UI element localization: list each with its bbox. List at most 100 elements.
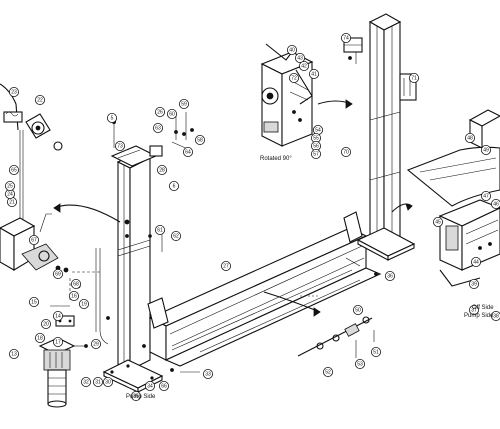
callout-number: 62 bbox=[173, 233, 179, 239]
callout-bubble bbox=[470, 256, 481, 267]
callout-bubble bbox=[468, 278, 479, 289]
callout-bubble bbox=[8, 87, 19, 98]
callout-number: 61 bbox=[157, 227, 163, 233]
callout-bubble bbox=[370, 346, 381, 357]
callout-bubble bbox=[298, 61, 309, 72]
pump-motor bbox=[38, 337, 88, 408]
callout-bubble bbox=[35, 95, 46, 106]
callout-bubble bbox=[35, 332, 46, 343]
floor-track bbox=[147, 211, 382, 367]
callout-bubble bbox=[168, 180, 179, 191]
callout-number: 16 bbox=[71, 293, 77, 299]
callout-number: 73 bbox=[117, 143, 123, 149]
callout-number: 71 bbox=[411, 75, 417, 81]
callout-bubble bbox=[8, 164, 19, 175]
callout-number: 49 bbox=[483, 147, 489, 153]
callout-number: 59 bbox=[181, 101, 187, 107]
cable-assembly bbox=[263, 291, 375, 358]
callout-bubble bbox=[69, 290, 80, 301]
callout-number: 23 bbox=[11, 89, 17, 95]
callout-number: 29 bbox=[93, 341, 99, 347]
callout-bubble bbox=[115, 140, 126, 151]
callout-number: 69 bbox=[55, 271, 61, 277]
callout-bubble bbox=[154, 107, 165, 118]
callout-bubble bbox=[71, 278, 82, 289]
callout-bubble bbox=[91, 338, 102, 349]
callout-bubble bbox=[144, 380, 155, 391]
callout-number: 56 bbox=[313, 143, 319, 149]
callout-number: 54 bbox=[315, 127, 321, 133]
callout-number: 17 bbox=[55, 339, 61, 345]
callout-bubble bbox=[340, 146, 351, 157]
callout-number: 27 bbox=[223, 263, 229, 269]
callout-number: 24 bbox=[7, 191, 13, 197]
callout-bubble bbox=[288, 73, 299, 84]
callout-number: 45 bbox=[435, 219, 441, 225]
callout-number: 63 bbox=[155, 125, 161, 131]
callout-bubble bbox=[322, 366, 333, 377]
callout-bubble bbox=[480, 144, 491, 155]
callout-number: 18 bbox=[37, 335, 43, 341]
callout-bubbles: 4043424165222326272813141516171819202124… bbox=[5, 33, 500, 401]
callout-bubble bbox=[194, 134, 205, 145]
callout-number: 19 bbox=[81, 301, 87, 307]
callout-bubble bbox=[154, 224, 165, 235]
callout-bubble bbox=[5, 180, 15, 191]
callout-bubble bbox=[464, 132, 475, 143]
callout-number: 48 bbox=[467, 135, 473, 141]
callout-number: 35 bbox=[133, 393, 139, 399]
callout-number: 55 bbox=[313, 135, 319, 141]
callout-bubble bbox=[28, 234, 39, 245]
callout-number: 28 bbox=[159, 167, 165, 173]
callout-bubble bbox=[28, 296, 39, 307]
callout-bubble bbox=[286, 45, 297, 56]
callout-bubble bbox=[170, 230, 181, 241]
callout-bubble bbox=[491, 199, 500, 209]
callout-number: 33 bbox=[205, 371, 211, 377]
callout-number: 30 bbox=[105, 379, 111, 385]
off-side-caption: Off Side bbox=[472, 305, 494, 311]
callout-number: 53 bbox=[357, 361, 363, 367]
off-side-column bbox=[343, 13, 417, 261]
callout-bubble bbox=[158, 380, 169, 391]
callout-bubble bbox=[491, 311, 500, 321]
callout-number: 39 bbox=[471, 281, 477, 287]
rotated-caption: Rotated 90° bbox=[260, 156, 292, 162]
callout-number: 41 bbox=[311, 71, 317, 77]
callout-bubble bbox=[480, 190, 491, 201]
callout-bubble bbox=[178, 99, 189, 110]
callout-bubble bbox=[81, 376, 92, 387]
callout-number: 47 bbox=[483, 193, 489, 199]
callout-bubble bbox=[352, 304, 363, 315]
callout-bubble bbox=[103, 376, 114, 387]
callout-bubble bbox=[340, 33, 351, 44]
callout-number: 21 bbox=[9, 199, 15, 205]
callout-bubble bbox=[53, 310, 64, 321]
callout-bubble bbox=[354, 358, 365, 369]
callout-number: 44 bbox=[473, 259, 479, 265]
callout-number: 37 bbox=[471, 307, 477, 313]
callout-number: 5 bbox=[111, 115, 114, 121]
callout-bubble bbox=[41, 318, 52, 329]
callout-number: 13 bbox=[11, 351, 17, 357]
callout-bubble bbox=[308, 69, 319, 80]
hardware-details bbox=[106, 112, 378, 373]
right-carriage bbox=[391, 109, 500, 287]
pump-side-caption: Pump Side bbox=[126, 394, 156, 400]
callout-bubble bbox=[294, 53, 305, 64]
callout-bubble bbox=[202, 368, 213, 379]
callout-number: 32 bbox=[83, 379, 89, 385]
callout-bubble bbox=[130, 390, 141, 401]
callout-number: 60 bbox=[169, 111, 175, 117]
callout-bubble bbox=[156, 164, 167, 175]
callout-number: 74 bbox=[343, 35, 349, 41]
callout-number: 67 bbox=[31, 237, 37, 243]
callout-number: 25 bbox=[7, 183, 13, 189]
callout-number: 52 bbox=[325, 369, 331, 375]
rotated-detail-carriage bbox=[260, 43, 353, 147]
callout-bubble bbox=[107, 113, 118, 124]
callout-number: 72 bbox=[291, 75, 297, 81]
callout-number: 68 bbox=[73, 281, 79, 287]
